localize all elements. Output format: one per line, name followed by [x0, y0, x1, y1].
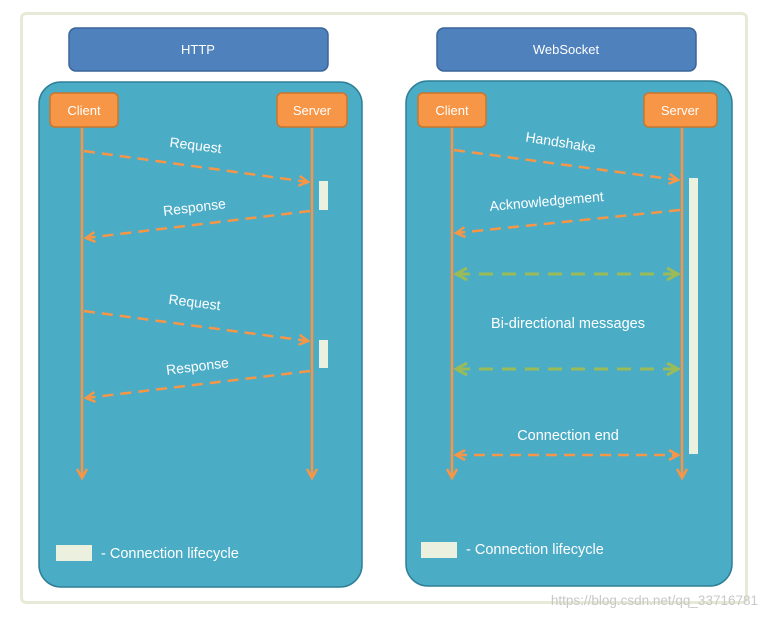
http-title: HTTP	[181, 42, 215, 57]
http-response-arrow-1	[86, 209, 311, 238]
http-request-arrow-1	[83, 149, 308, 182]
http-lifecycle-bar-1	[319, 181, 328, 210]
websocket-server-box	[643, 92, 718, 128]
http-client-box	[49, 92, 119, 128]
http-response-label-2: Response	[165, 354, 230, 378]
http-server-box	[276, 92, 348, 128]
http-response-arrow-2	[86, 369, 311, 398]
http-request-label-1: Request	[169, 134, 223, 156]
websocket-client-label: Client	[435, 103, 469, 118]
http-legend-label: - Connection lifecycle	[101, 546, 239, 562]
watermark: https://blog.csdn.net/qq_33716781	[551, 593, 758, 608]
websocket-acknowledgement-arrow	[456, 208, 681, 233]
websocket-server-label: Server	[661, 103, 700, 118]
websocket-lifecycle-bar	[689, 178, 698, 454]
websocket-legend-swatch	[421, 542, 457, 558]
http-panel	[38, 81, 363, 588]
http-server-label: Server	[293, 103, 332, 118]
websocket-connection-end-label: Connection end	[517, 428, 619, 444]
websocket-handshake-arrow	[453, 148, 678, 180]
http-request-arrow-2	[83, 309, 308, 341]
http-lifecycle-bar-2	[319, 340, 328, 368]
websocket-title: WebSocket	[533, 42, 600, 57]
http-request-label-2: Request	[168, 291, 222, 313]
http-client-label: Client	[67, 103, 101, 118]
http-legend-swatch	[56, 545, 92, 561]
websocket-client-box	[417, 92, 487, 128]
websocket-title-box	[436, 27, 697, 72]
http-title-box	[68, 27, 329, 72]
websocket-bidirectional-label: Bi-directional messages	[491, 316, 645, 332]
http-response-label-1: Response	[162, 195, 227, 219]
websocket-legend-label: - Connection lifecycle	[466, 542, 604, 558]
